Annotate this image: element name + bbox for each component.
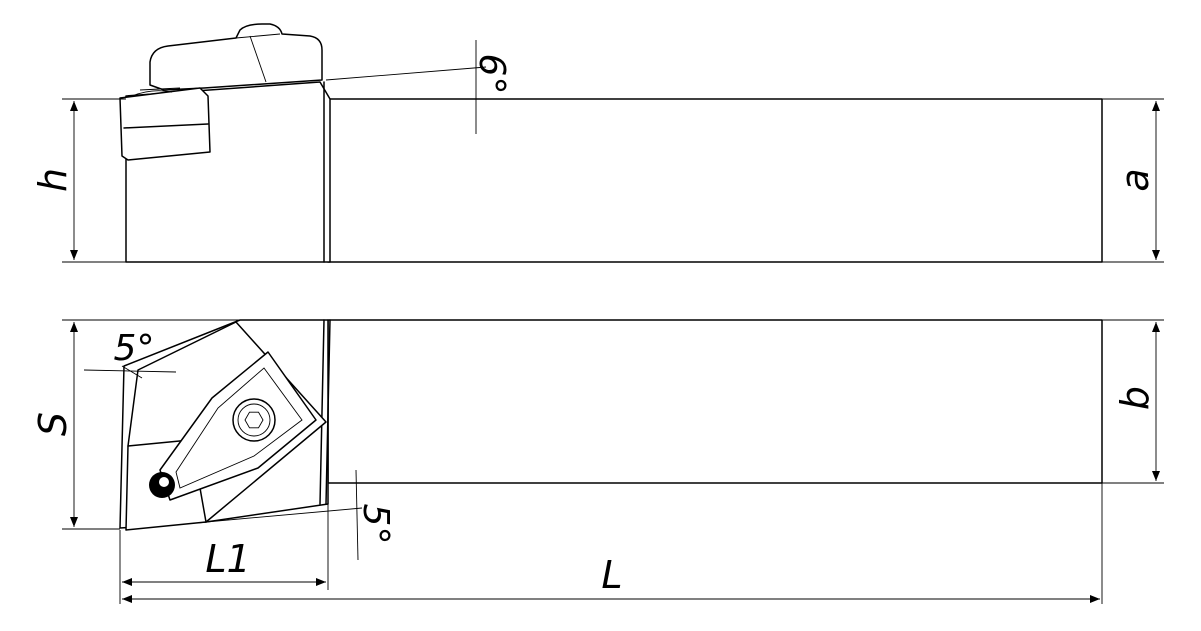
side-shank xyxy=(327,98,1103,263)
label-angle-plan-lower: 5° xyxy=(355,504,396,545)
plan-clamp-lever xyxy=(159,351,317,501)
label-a: a xyxy=(1113,168,1157,191)
label-L: L xyxy=(601,553,622,597)
label-L1: L1 xyxy=(205,537,250,581)
label-angle-top: 6° xyxy=(471,54,512,95)
label-h: h xyxy=(31,168,75,192)
plan-view xyxy=(62,319,1164,604)
hex-socket-icon xyxy=(244,411,264,429)
side-clamp xyxy=(149,23,323,91)
label-S: S xyxy=(31,412,75,436)
label-b: b xyxy=(1113,386,1157,410)
plan-screw-outer xyxy=(232,398,276,442)
plan-shank xyxy=(327,319,1103,484)
label-angle-plan-upper: 5° xyxy=(114,328,155,369)
side-insert xyxy=(119,87,211,161)
side-view xyxy=(62,23,1164,263)
